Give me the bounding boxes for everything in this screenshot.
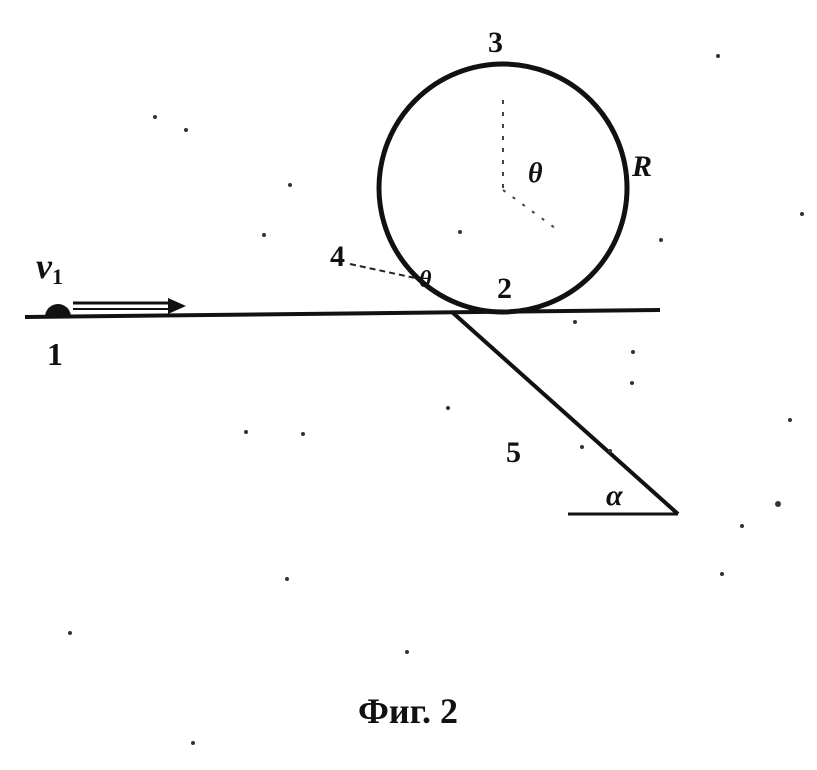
scan-noise-specks	[68, 54, 804, 745]
theta-small-label: θ	[419, 267, 432, 293]
ball-marker	[45, 304, 71, 317]
point-5-label: 5	[506, 436, 521, 469]
figure-caption: Фиг. 2	[358, 691, 458, 731]
alpha-angle-label: α	[606, 479, 623, 512]
point-1-label: 1	[47, 336, 63, 372]
point-2-label: 2	[497, 272, 512, 305]
point-4-leader-line	[349, 263, 416, 279]
point-3-label: 3	[488, 26, 503, 59]
velocity-label: v1	[36, 246, 63, 289]
loop-circle	[376, 61, 630, 315]
horizontal-track	[24, 308, 661, 319]
point-4-label: 4	[330, 240, 345, 273]
slanted-dashed-radius	[502, 189, 556, 229]
theta-angle-label: θ	[528, 158, 543, 189]
radius-label: R	[631, 150, 652, 183]
inclined-ramp	[450, 310, 680, 516]
velocity-arrow-head	[168, 298, 186, 314]
